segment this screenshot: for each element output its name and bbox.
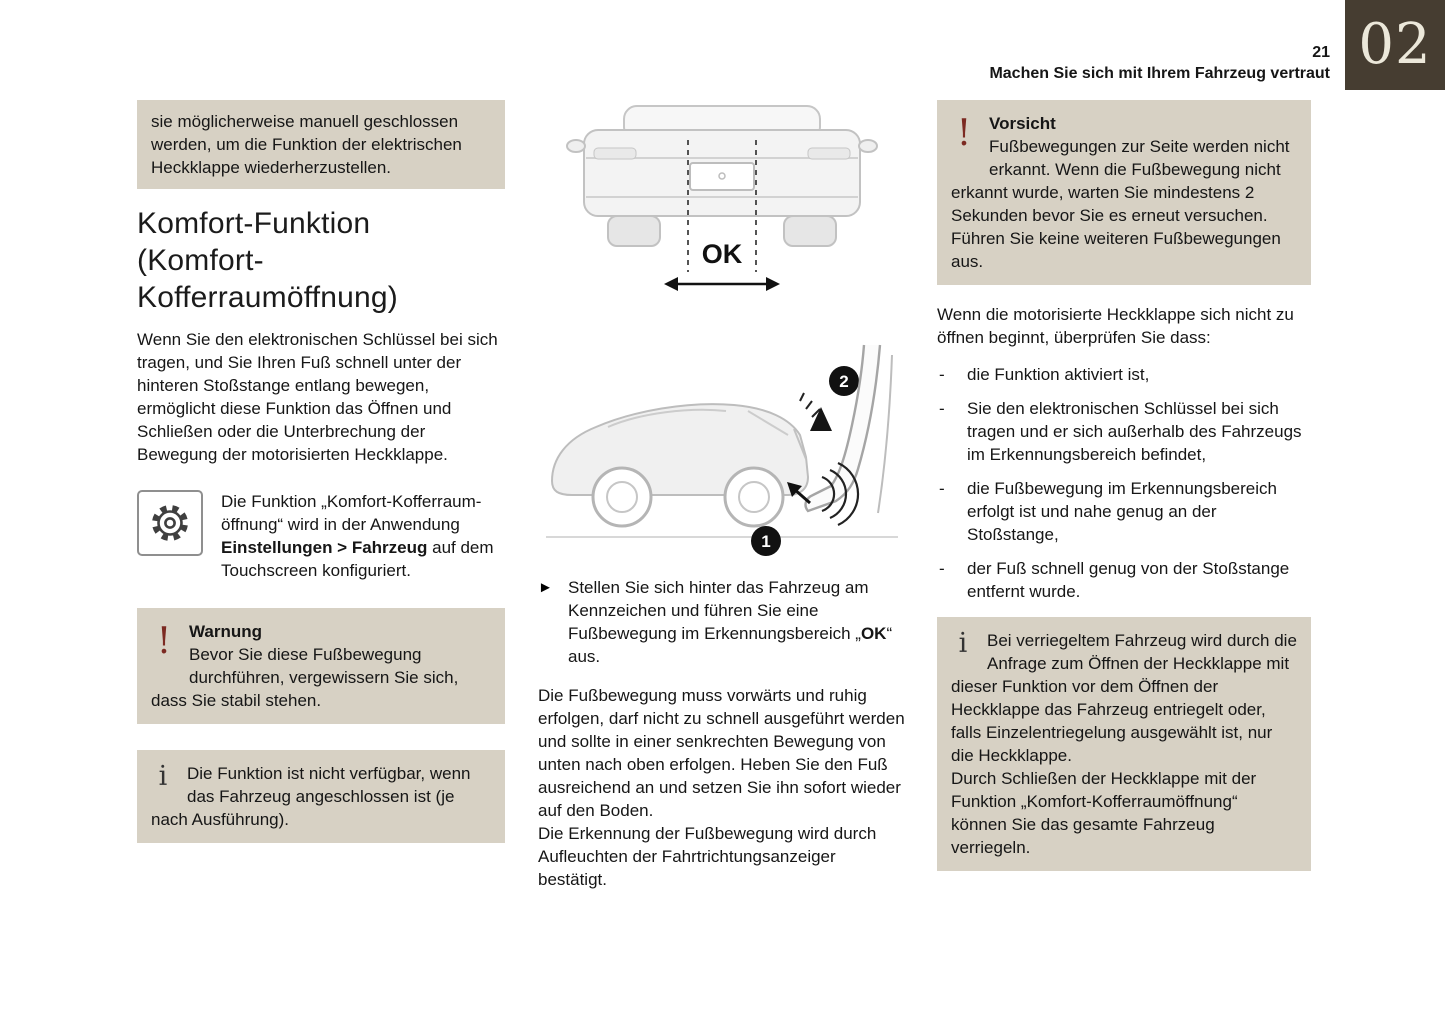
column-right: ! Vorsicht Fußbewegungen zur Seite werde… — [937, 100, 1311, 871]
dash-bullet: - — [939, 559, 945, 578]
warning-box: ! Warnung Bevor Sie diese Fußbewegung du… — [137, 608, 505, 724]
column-left: sie möglicherweise manuell geschlossen w… — [137, 100, 505, 843]
dash-bullet: - — [939, 399, 945, 418]
arrow-bullet-icon: ► — [538, 579, 553, 596]
page-header-title: Machen Sie sich mit Ihrem Fahrzeug vertr… — [989, 65, 1330, 82]
list-item-text: der Fuß schnell genug von der Stoßstange… — [967, 559, 1290, 601]
carryover-box: sie möglicherweise manuell geschlossen w… — [137, 100, 505, 189]
check-intro: Wenn die motorisierte Heckklappe sich ni… — [937, 305, 1294, 347]
dash-bullet: - — [939, 479, 945, 498]
caution-box: ! Vorsicht Fußbewegungen zur Seite werde… — [937, 100, 1311, 285]
gear-icon-svg — [152, 505, 188, 541]
warning-icon: ! — [156, 621, 172, 662]
list-item: - der Fuß schnell genug von der Stoßstan… — [937, 557, 1311, 603]
info-text-right: Bei verriegeltem Fahrzeug wird durch die… — [951, 631, 1297, 857]
settings-note-path: Einstellungen > Fahrzeug — [221, 538, 428, 557]
check-list: - die Funktion aktiviert ist, - Sie den … — [937, 363, 1311, 603]
carryover-text: sie möglicherweise manuell geschlossen w… — [151, 112, 462, 177]
list-item-text: die Fußbewegung im Erkennungsbereich erf… — [967, 479, 1277, 544]
info-box-right: i Bei verriegeltem Fahrzeug wird durch d… — [937, 617, 1311, 871]
warning-text: Bevor Sie diese Fußbewegung durchführen,… — [151, 645, 459, 710]
movement-paragraph: Die Fußbewegung muss vorwärts und ruhig … — [538, 686, 905, 889]
badge-1-label: 1 — [761, 532, 770, 551]
info-icon: i — [158, 761, 168, 792]
list-item-text: die Funktion aktiviert ist, — [967, 365, 1150, 384]
settings-note-pre: Die Funktion „Komfort-Kofferraum-öffnung… — [221, 492, 482, 534]
gear-icon — [137, 490, 203, 556]
column-middle: OK 2 1 ► Stelle — [538, 100, 906, 905]
settings-note-text: Die Funktion „Komfort-Kofferraum-öffnung… — [221, 490, 505, 582]
step-text-ok: OK — [860, 624, 887, 643]
chapter-tab: 02 — [1345, 0, 1445, 90]
caution-title: Vorsicht — [989, 114, 1056, 133]
chapter-number: 02 — [1358, 12, 1432, 77]
list-item: - Sie den elektronischen Schlüssel bei s… — [937, 397, 1311, 466]
side-view-illustration: 2 1 — [546, 344, 898, 556]
ok-zone-label: OK — [702, 239, 743, 269]
settings-note-post: auf dem Touchscreen konfiguriert. — [221, 538, 494, 580]
caution-icon: ! — [956, 113, 972, 154]
step-text-post: “ aus. — [568, 624, 893, 666]
list-item: - die Funktion aktiviert ist, — [937, 363, 1311, 386]
page-number: 21 — [1312, 44, 1330, 61]
instruction-step-text: Stellen Sie sich hinter das Fahrzeug am … — [568, 576, 906, 668]
intro-paragraph: Wenn Sie den elektronischen Schlüssel be… — [137, 330, 498, 464]
info-text-left: Die Funktion ist nicht verfügbar, wenn d… — [151, 764, 471, 829]
instruction-step: ► Stellen Sie sich hinter das Fahrzeug a… — [538, 576, 906, 668]
rear-view-illustration: OK — [566, 105, 878, 291]
badge-2-label: 2 — [839, 372, 848, 391]
dash-bullet: - — [939, 365, 945, 384]
warning-title: Warnung — [189, 622, 263, 641]
list-item-text: Sie den elektronischen Schlüssel bei sic… — [967, 399, 1302, 464]
info-box-left: i Die Funktion ist nicht verfügbar, wenn… — [137, 750, 505, 843]
info-icon: i — [958, 628, 968, 659]
step-text-pre: Stellen Sie sich hinter das Fahrzeug am … — [568, 578, 869, 643]
caution-text: Fußbewegungen zur Seite werden nicht erk… — [951, 137, 1290, 271]
list-item: - die Fußbewegung im Erkennungsbereich e… — [937, 477, 1311, 546]
section-heading: Komfort-Funktion (Komfort-Kofferraumöffn… — [137, 207, 398, 314]
settings-note: Die Funktion „Komfort-Kofferraum-öffnung… — [137, 490, 505, 582]
